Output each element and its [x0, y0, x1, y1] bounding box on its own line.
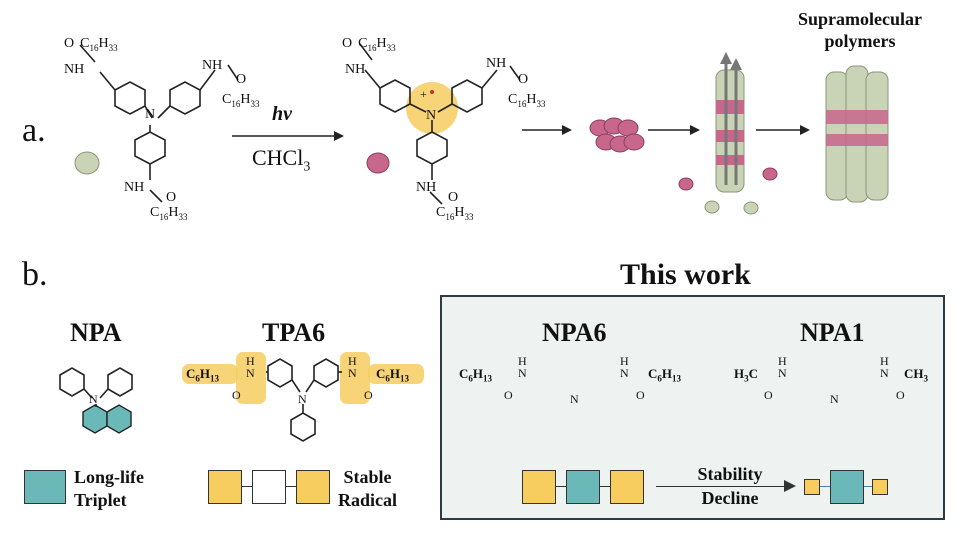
npa6-h-right: H [620, 354, 629, 368]
reactant-chain-right: C16H33 [222, 92, 260, 109]
npa6-square-right [610, 470, 644, 504]
npa1-methyl-left: H3C [734, 366, 759, 384]
small-aggregate [589, 117, 645, 153]
radical-highlight [406, 82, 458, 134]
panel-a-label: a. [22, 112, 46, 149]
product-chain-bottom: C16H33 [436, 205, 474, 222]
npa6-square-left [522, 470, 556, 504]
npa6-chain-left: C6H13 [459, 366, 493, 384]
supramolecular-polymer [825, 65, 889, 203]
npa1-h-right: H [880, 354, 889, 368]
tpa6-o-left: O [232, 388, 241, 402]
npa-title: NPA [70, 318, 122, 347]
npa6-h-left: H [518, 354, 527, 368]
npa6-o-right: O [636, 388, 645, 402]
reactant-o-bottom: O [166, 190, 177, 205]
npa1-h-left: H [778, 354, 787, 368]
tpa6-square-right [296, 470, 330, 504]
npa6-n-right: N [620, 366, 629, 380]
tpa6-n-center: N [298, 392, 307, 406]
npa6-link-right [600, 486, 610, 487]
npa1-methyl-right: CH3 [904, 366, 928, 384]
tpa6-n-right: N [348, 366, 357, 380]
npa6-n-left: N [518, 366, 527, 380]
npa1-o-right: O [896, 388, 905, 402]
product-n: N [426, 108, 437, 123]
npa1-o-left: O [764, 388, 773, 402]
reactant-chain-bottom: C16H33 [150, 205, 188, 222]
npa6-o-left: O [504, 388, 513, 402]
npa1-n-left: N [778, 366, 787, 380]
product-nh-left: NH [345, 62, 366, 77]
tpa6-chain-left: C6H13 [186, 366, 220, 384]
tpa6-square-center [252, 470, 286, 504]
reactant-nh-right: NH [202, 58, 223, 73]
stability-arrow-shaft [656, 486, 784, 487]
npa-structure [59, 367, 133, 434]
radical-cation-mark: + [420, 87, 427, 101]
product-o-bottom: O [448, 190, 459, 205]
panel-b-label: b. [22, 256, 48, 293]
tpa6-o-right: O [364, 388, 373, 402]
reactant-ring-bottom [134, 131, 166, 165]
npa6-link-left [556, 486, 566, 487]
tpa6-square-left [208, 470, 242, 504]
npa6-chain-right: C6H13 [648, 366, 682, 384]
reactant-ring-left [114, 81, 146, 115]
neutral-sphere [74, 151, 100, 175]
tpa6-h-left: H [246, 354, 255, 368]
supramolecular-title: Supramolecular polymers [798, 9, 922, 51]
product-nh-right: NH [486, 56, 507, 71]
stability-arrow-head [784, 480, 796, 492]
npa1-link-right [864, 486, 872, 487]
tpa6-legend-text: Stable Radical [338, 467, 398, 510]
reactant-n: N [145, 107, 156, 122]
npa6-square-center [566, 470, 600, 504]
npa1-square-left [804, 479, 820, 495]
growing-fiber [678, 52, 778, 215]
npa1-title: NPA1 [800, 318, 865, 347]
npa1-n-center: N [830, 392, 839, 406]
tpa6-chain-right: C6H13 [376, 366, 410, 384]
tpa6-n-left: N [246, 366, 255, 380]
triplet-legend-square [24, 470, 66, 504]
radical-sphere [366, 152, 390, 174]
npa1-link-left [820, 486, 830, 487]
reactant-nh-bottom: NH [124, 180, 145, 195]
npa-n: N [89, 392, 98, 406]
product-nh-bottom: NH [416, 180, 437, 195]
tpa6-h-right: H [348, 354, 357, 368]
stability-decline-label: Stability Decline [697, 464, 763, 508]
npa1-square-right [872, 479, 888, 495]
product-chain-right: C16H33 [508, 92, 546, 109]
reactant-ring-right [169, 81, 201, 115]
condition-solvent: CHCl3 [252, 145, 311, 175]
reactant-o-right: O [236, 72, 247, 87]
tpa6-structure [182, 352, 424, 442]
product-o-right: O [518, 72, 529, 87]
npa-legend-text: Long-life Triplet [74, 467, 144, 510]
tpa6-link-left [242, 486, 252, 487]
condition-hv: hv [272, 103, 292, 125]
npa6-title: NPA6 [542, 318, 607, 347]
npa1-square-center [830, 470, 864, 504]
tpa6-title: TPA6 [262, 318, 326, 347]
tpa6-link-right [286, 486, 296, 487]
npa1-n-right: N [880, 366, 889, 380]
this-work-title: This work [620, 258, 751, 291]
reactant-nh-left: NH [64, 62, 85, 77]
npa6-n-center: N [570, 392, 579, 406]
radical-dot [430, 90, 434, 94]
